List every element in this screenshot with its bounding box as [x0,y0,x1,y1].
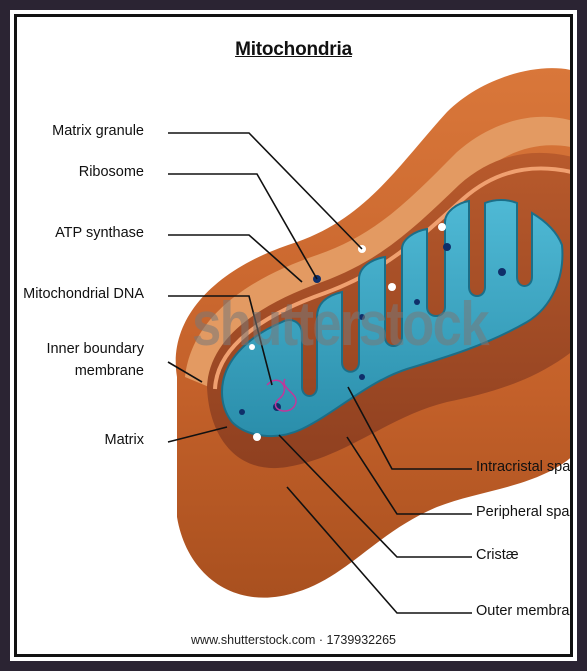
watermark-text: shutterstock [192,289,488,360]
label-inner-boundary-line2: membrane [75,363,144,380]
diagram-canvas: Mitochondria [14,14,573,657]
label-matrix-granule: Matrix granule [52,123,144,140]
label-mitochondrial-dna: Mitochondrial DNA [23,286,144,303]
label-outer-membrane: Outer membrane [476,603,573,620]
label-peripheral-space: Peripheral space [476,504,573,521]
footer-credit: www.shutterstock.com · 1739932265 [17,633,570,647]
label-inner-boundary-line1: Inner boundary [46,341,144,358]
label-atp-synthase: ATP synthase [55,225,144,242]
label-cristae: Cristæ [476,547,519,564]
label-ribosome: Ribosome [79,164,144,181]
label-matrix: Matrix [105,432,144,449]
label-intracristal-space: Intracristal space [476,459,573,476]
